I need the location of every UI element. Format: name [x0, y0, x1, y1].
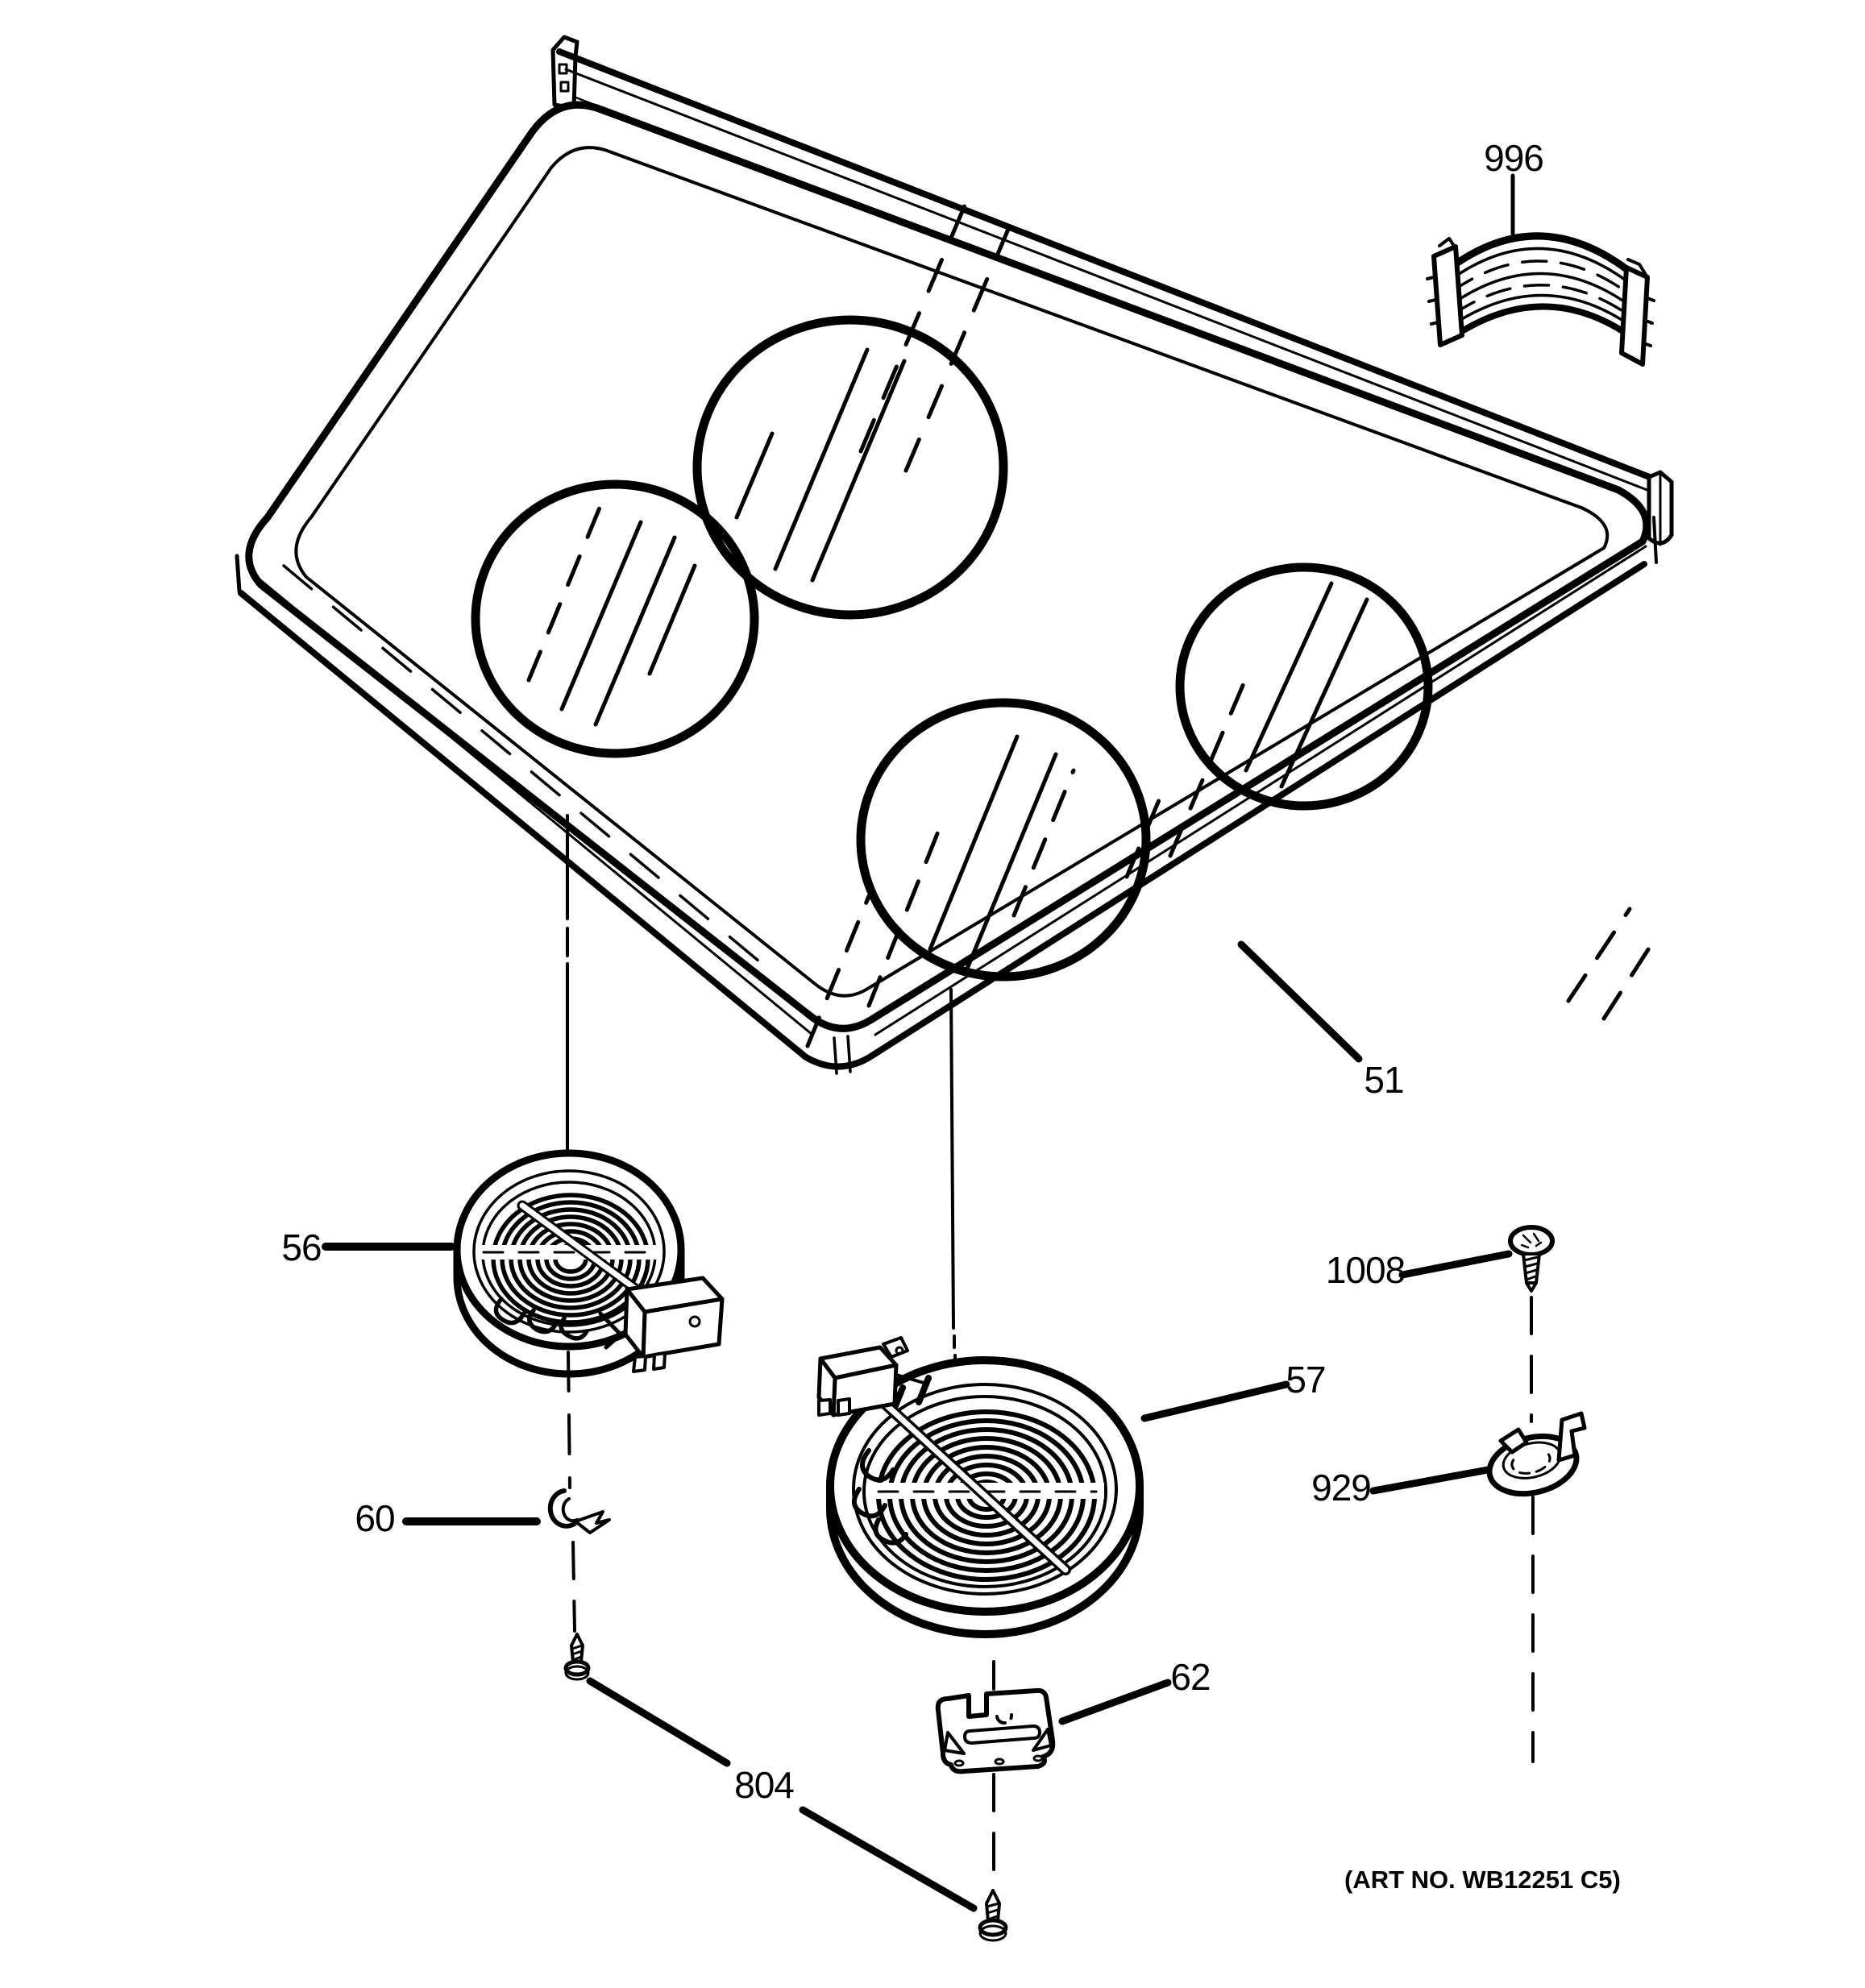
glass-top	[235, 101, 1661, 1075]
leader-line-57	[1140, 1380, 1290, 1422]
callout-929: 929	[1311, 1467, 1371, 1509]
radiant-element-56	[453, 814, 725, 1378]
clip-929-latch	[1498, 1427, 1529, 1455]
bracket-62-hole	[995, 1713, 1014, 1724]
glass-bottom-edge	[238, 561, 1647, 1070]
bracket-62-right-flange	[1032, 1728, 1053, 1752]
leader-line-62	[1058, 1679, 1172, 1725]
receptacle-clip-929	[1486, 1411, 1587, 1763]
ribbon-line	[1450, 259, 1632, 297]
burner-opening-back-center	[692, 315, 1008, 620]
element-57-side-wall	[826, 1482, 1144, 1638]
reflection-hatches	[526, 197, 1661, 1048]
glass-right-corner-seam	[1652, 516, 1658, 564]
callouts: 996 51 56 57 60 62 804 929 1008	[281, 137, 1544, 1912]
callout-56: 56	[281, 1226, 321, 1268]
element-56-inner-rim	[472, 1169, 666, 1334]
screw-1008-tip	[1525, 1281, 1538, 1293]
bracket-62-foot	[953, 1759, 965, 1767]
callout-62: 62	[1170, 1656, 1210, 1698]
element-57-inner-rim2	[862, 1395, 1107, 1588]
burner-opening-left	[471, 479, 759, 758]
ribbon-left-connector	[1431, 244, 1464, 347]
glass-front-corner-seam	[833, 1036, 838, 1075]
centerline-dashed	[571, 1541, 576, 1633]
screw-804-lower	[978, 1889, 1008, 1942]
ribbon-line	[1452, 284, 1630, 317]
backsplash-top-edge	[556, 48, 1665, 485]
spring-clip-60	[547, 1351, 611, 1633]
clip-60-outer-loop	[547, 1488, 578, 1529]
screw-804-upper	[563, 1633, 591, 1681]
callout-804: 804	[734, 1764, 794, 1806]
leader-line-804-upper	[586, 1677, 731, 1767]
callout-996: 996	[1484, 137, 1543, 179]
bracket-62-slot	[963, 1724, 1041, 1745]
screw-head-rim	[564, 1665, 590, 1681]
element-57-inner-rim	[852, 1383, 1118, 1596]
burner-opening-front-center	[856, 698, 1151, 982]
bracket-62-outline	[935, 1687, 1056, 1774]
element-57-coil-hooks	[852, 1448, 908, 1546]
clip-60-inner-loop	[561, 1497, 579, 1523]
glass-front-face-line	[253, 574, 814, 1036]
screw-1008-threads	[1522, 1255, 1539, 1281]
leader-line-929	[1369, 1466, 1492, 1495]
screw-1008-recess	[1520, 1232, 1543, 1249]
screw-1008	[1508, 1225, 1555, 1423]
backsplash-left-post-hole	[559, 81, 570, 93]
callout-57: 57	[1286, 1359, 1325, 1401]
element-56-terminal-block	[598, 1276, 725, 1373]
ribbon-top-arc	[1447, 232, 1637, 278]
centerline-dashed	[567, 1351, 571, 1489]
centerline-to-element-57	[949, 988, 955, 1330]
glass-front-face-line	[874, 545, 1647, 1036]
callout-51: 51	[1364, 1059, 1403, 1101]
ribbon-line	[1449, 247, 1633, 286]
clip-929-hole	[1510, 1453, 1551, 1475]
clip-60-tab	[574, 1510, 611, 1534]
element-57-terminal-block	[816, 1336, 925, 1417]
backsplash-inner-line	[564, 68, 1657, 495]
callout-1008: 1008	[1326, 1249, 1405, 1291]
leader-line-804-lower	[799, 1806, 978, 1912]
glass-top-outline	[245, 101, 1651, 1032]
element-57-limiter-rod-core	[882, 1401, 1069, 1573]
element-56-coil-hooks	[493, 1297, 589, 1341]
bracket-62-left-flange	[943, 1731, 966, 1755]
glass-front-corner-seam	[846, 1035, 852, 1073]
art-number-note: (ART NO. WB12251 C5)	[1344, 1866, 1621, 1894]
screw-threads	[571, 1644, 584, 1662]
ribbon-bottom-arc	[1452, 303, 1630, 338]
bracket-62-foot	[1032, 1754, 1044, 1762]
screw-head	[563, 1659, 591, 1677]
leader-line-1008	[1398, 1250, 1513, 1279]
clip-929-upright-tab	[1556, 1411, 1587, 1463]
burner-opening-right	[1175, 562, 1433, 811]
ribbon-right-connector	[1619, 265, 1650, 367]
mounting-bracket-62	[935, 1687, 1056, 1894]
ribbon-line	[1452, 293, 1630, 326]
ribbon-cable-996	[1426, 232, 1655, 367]
screw-head	[978, 1918, 1008, 1937]
radiant-element-57	[816, 988, 1144, 1691]
screw-head-rim	[978, 1924, 1007, 1942]
ribbon-line	[1451, 272, 1631, 307]
bracket-62-foot	[994, 1758, 1005, 1766]
glass-rim-dashed-highlight	[282, 564, 775, 975]
callout-60: 60	[355, 1497, 394, 1539]
cooktop-assembly-51	[235, 35, 1674, 1075]
glass-top-inner-rim	[294, 146, 1610, 998]
leader-line-51	[1237, 940, 1363, 1063]
glass-left-corner-seam	[235, 554, 242, 594]
